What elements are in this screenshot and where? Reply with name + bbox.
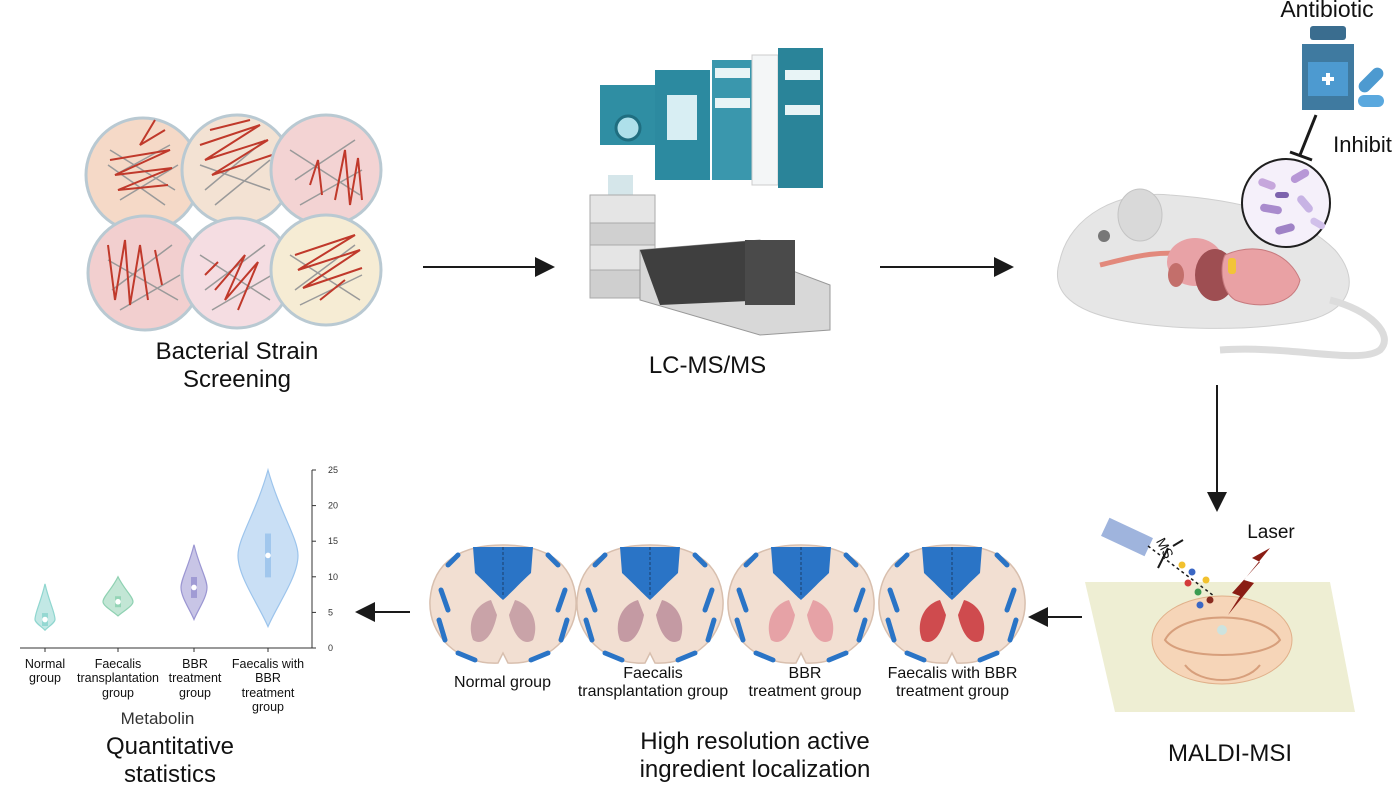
x-category-label: Normal group	[24, 657, 66, 686]
petri-dish	[269, 213, 383, 327]
antibiotic-bottle	[1302, 26, 1384, 110]
inhibit-label: Inhibit	[1333, 132, 1392, 157]
petri-dish	[269, 113, 383, 227]
y-tick-label: 15	[328, 536, 338, 546]
section-label: Faecalis transplantation group	[577, 665, 729, 701]
x-category-label: Faecalis transplantation group	[76, 657, 159, 700]
mouse-illustration	[1057, 188, 1388, 360]
laser-label: Laser	[1247, 522, 1295, 543]
x-category-label: Faecalis with BBR treatment group	[231, 657, 305, 715]
laser-bolt	[1228, 548, 1270, 615]
violin-median	[191, 584, 197, 591]
spinal-cord-section	[429, 544, 577, 664]
violin-median	[265, 552, 271, 559]
violin-shape	[34, 583, 56, 632]
petri-dish	[180, 113, 294, 227]
antibiotic-label: Antibiotic	[1280, 0, 1374, 22]
section-label: Faecalis with BBR treatment group	[887, 665, 1018, 701]
chart-xlabel: Metabolin	[120, 709, 195, 728]
stage-label-localization: High resolution active ingredient locali…	[639, 728, 871, 783]
y-tick-label: 20	[328, 501, 338, 511]
spinal-sections	[429, 544, 1026, 664]
bacteria-magnified	[1241, 158, 1331, 248]
section-label: BBR treatment group	[748, 665, 862, 701]
inhibit-line	[1298, 114, 1318, 156]
spinal-cord-section	[727, 544, 875, 664]
ms-probe	[1101, 517, 1215, 609]
spinal-cord-section	[878, 544, 1026, 664]
y-tick-label: 10	[328, 572, 338, 582]
violin-median	[42, 616, 48, 623]
y-tick-label: 25	[328, 465, 338, 475]
petri-dish-grid	[84, 113, 383, 332]
spinal-cord-section	[576, 544, 724, 664]
stage-label-maldi: MALDI-MSI	[1167, 740, 1292, 767]
violin-chart: 0 5 10 15 20 25	[20, 465, 338, 653]
y-tick-label: 5	[328, 607, 333, 617]
section-label: Normal group	[454, 674, 551, 691]
stage-label-stats: Quantitative statistics	[105, 733, 235, 788]
x-category-label: BBR treatment group	[168, 657, 222, 700]
maldi-slide	[1085, 582, 1355, 712]
y-tick-label: 0	[328, 643, 333, 653]
stage-label-lcms: LC-MS/MS	[648, 352, 767, 379]
lcms-instrument	[589, 48, 831, 336]
inhibit-bar	[1289, 150, 1313, 162]
stage-label-screening: Bacterial Strain Screening	[155, 338, 319, 393]
violin-median	[115, 598, 121, 605]
